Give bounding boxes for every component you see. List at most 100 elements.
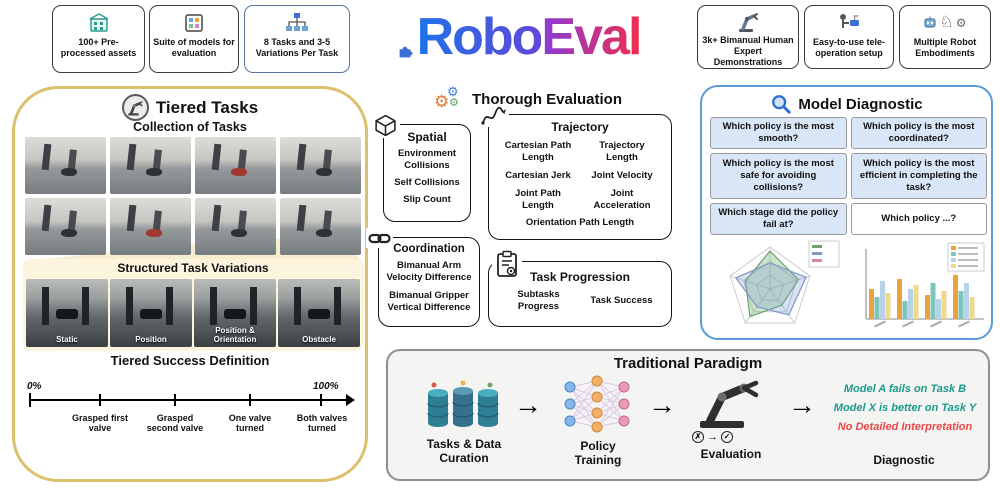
task-photo bbox=[25, 198, 106, 255]
metric-item: Slip Count bbox=[403, 193, 451, 205]
structured-variations-title: Structured Task Variations bbox=[117, 261, 269, 275]
tiered-tasks-panel: Tiered Tasks Collection of Tasks Structu… bbox=[12, 86, 368, 482]
metric-item: Task Success bbox=[590, 294, 653, 306]
variation-photo-obstacle: Obstacle bbox=[278, 279, 360, 347]
diagnostic-note: No Detailed Interpretation bbox=[837, 421, 973, 434]
flow-arrow-icon: → bbox=[648, 389, 676, 420]
metric-item: Subtasks Progress bbox=[517, 289, 560, 312]
timeline-arrowhead-icon bbox=[346, 394, 355, 406]
metric-item: Joint Path Length bbox=[515, 187, 561, 211]
task-hierarchy-icon bbox=[285, 11, 309, 35]
metric-item: Bimanual Arm Velocity Difference bbox=[386, 260, 472, 283]
tiered-tasks-title: Tiered Tasks bbox=[155, 97, 259, 117]
diagnostic-note: Model A fails on Task B bbox=[843, 383, 967, 395]
pass-mark-icon: ✓ bbox=[721, 431, 733, 443]
robot-embodiments-icon: ♘ ⚙ bbox=[923, 11, 967, 35]
step-label-diagnostic: Diagnostic bbox=[873, 453, 935, 467]
variation-photo-position: Position bbox=[110, 279, 192, 347]
task-photo bbox=[195, 198, 276, 255]
logo-text-robo: Robo bbox=[416, 8, 544, 66]
timeline-tick bbox=[174, 394, 176, 406]
variation-photo-row: Static Position Position & Orientation O… bbox=[26, 279, 360, 347]
badge-label: 3k+ Bimanual Human Expert Demonstrations bbox=[702, 35, 794, 67]
badge-embodiments: ♘ ⚙ Multiple Robot Embodiments bbox=[899, 5, 991, 69]
gears-icon: ⚙ ⚙ ⚙ bbox=[434, 84, 459, 111]
badge-preprocessed-assets: 100+ Pre-processed assets bbox=[52, 5, 145, 73]
tiered-success-title: Tiered Success Definition bbox=[110, 353, 270, 368]
teleoperation-icon bbox=[836, 11, 862, 35]
step-label-tasks-data-curation: Tasks & Data Curation bbox=[426, 437, 502, 466]
model-diagnostic-header: Model Diagnostic bbox=[702, 93, 991, 115]
milestone-label: Both valves turned bbox=[296, 413, 348, 434]
tiered-tasks-header: Tiered Tasks bbox=[15, 94, 365, 121]
metric-item: Cartesian Jerk bbox=[505, 169, 571, 181]
neural-network-icon bbox=[558, 375, 636, 433]
step-label-evaluation: Evaluation bbox=[700, 447, 762, 461]
task-photo bbox=[25, 137, 106, 194]
traditional-paradigm-panel: Traditional Paradigm Tasks & Data Curati… bbox=[386, 349, 990, 481]
badge-label: Suite of models for evaluation bbox=[153, 37, 235, 58]
step-label-policy-training: Policy Training bbox=[574, 439, 622, 468]
logo-text-eval: Eval bbox=[541, 8, 642, 66]
question-box: Which policy is the most safe for avoidi… bbox=[710, 153, 847, 199]
flow-arrow-icon: → bbox=[514, 389, 542, 420]
task-photo bbox=[110, 198, 191, 255]
badge-teleoperation: Easy-to-use tele-operation setup bbox=[804, 5, 894, 69]
question-box: Which policy is the most efficient in co… bbox=[850, 153, 987, 199]
metric-item: Cartesian Path Length bbox=[504, 140, 572, 163]
timeline-axis bbox=[29, 399, 347, 401]
question-box: Which stage did the policy fail at? bbox=[710, 203, 847, 235]
spatial-title: Spatial bbox=[407, 130, 447, 144]
robot-arm-icon bbox=[736, 11, 760, 33]
question-box: Which policy is the most coordinated? bbox=[850, 117, 987, 149]
variation-photo-static: Static bbox=[26, 279, 108, 347]
milestone-label: Grasped first valve bbox=[71, 413, 129, 434]
database-icon bbox=[424, 377, 502, 433]
trajectory-squiggle-icon bbox=[479, 105, 509, 127]
diagnostic-questions-grid: Which policy is the most smooth? Which p… bbox=[710, 117, 987, 235]
milestone-label: One valve turned bbox=[228, 413, 272, 434]
metric-item: Orientation Path Length bbox=[525, 217, 635, 229]
question-box: Which policy is the most smooth? bbox=[710, 117, 847, 149]
timeline-tick bbox=[320, 394, 322, 406]
variation-label: Obstacle bbox=[302, 335, 336, 345]
bar-chart bbox=[865, 242, 985, 328]
robot-arm-circle-icon bbox=[121, 94, 149, 121]
question-box: Which policy ...? bbox=[850, 203, 987, 235]
thorough-evaluation-header: ⚙ ⚙ ⚙ Thorough Evaluation bbox=[408, 85, 648, 113]
trajectory-box: Trajectory Cartesian Path Length Traject… bbox=[488, 114, 672, 240]
model-diagnostic-panel: Model Diagnostic Which policy is the mos… bbox=[700, 85, 993, 340]
fail-pass-marks: ✗ → ✓ bbox=[692, 431, 733, 443]
metric-item: Joint Acceleration bbox=[593, 187, 651, 211]
link-icon bbox=[366, 228, 393, 248]
task-progression-title: Task Progression bbox=[530, 270, 630, 284]
fail-mark-icon: ✗ bbox=[692, 431, 704, 443]
timeline-tick bbox=[99, 394, 101, 406]
spatial-box: Spatial Environment Collisions Self Coll… bbox=[383, 124, 471, 222]
metric-item: Joint Velocity bbox=[591, 169, 653, 181]
metric-item: Environment Collisions bbox=[397, 148, 457, 171]
badge-label: Multiple Robot Embodiments bbox=[913, 37, 977, 58]
success-timeline: 0% 100% Grasped first valve Grasped seco… bbox=[15, 381, 371, 457]
radar-chart bbox=[729, 240, 840, 324]
badge-demonstrations: 3k+ Bimanual Human Expert Demonstrations bbox=[697, 5, 799, 69]
magnifier-icon bbox=[770, 93, 792, 115]
task-photo bbox=[195, 137, 276, 194]
timeline-tick bbox=[249, 394, 251, 406]
coordination-title: Coordination bbox=[393, 243, 465, 255]
trajectory-title: Trajectory bbox=[551, 120, 609, 134]
task-collection-grid bbox=[25, 137, 361, 255]
badge-label: 8 Tasks and 3-5 Variations Per Task bbox=[255, 37, 339, 58]
model-suite-icon bbox=[183, 11, 205, 35]
metric-item: Bimanual Gripper Vertical Difference bbox=[387, 289, 471, 313]
coordination-box: Coordination Bimanual Arm Velocity Diffe… bbox=[378, 237, 480, 327]
badge-tasks-variations: 8 Tasks and 3-5 Variations Per Task bbox=[244, 5, 350, 73]
metric-item: Trajectory Length bbox=[599, 140, 645, 163]
milestone-label: Grasped second valve bbox=[146, 413, 204, 434]
badge-label: Easy-to-use tele-operation setup bbox=[812, 37, 886, 58]
task-photo bbox=[280, 137, 361, 194]
variation-label: Position bbox=[135, 335, 167, 345]
badge-model-suite: Suite of models for evaluation bbox=[149, 5, 239, 73]
